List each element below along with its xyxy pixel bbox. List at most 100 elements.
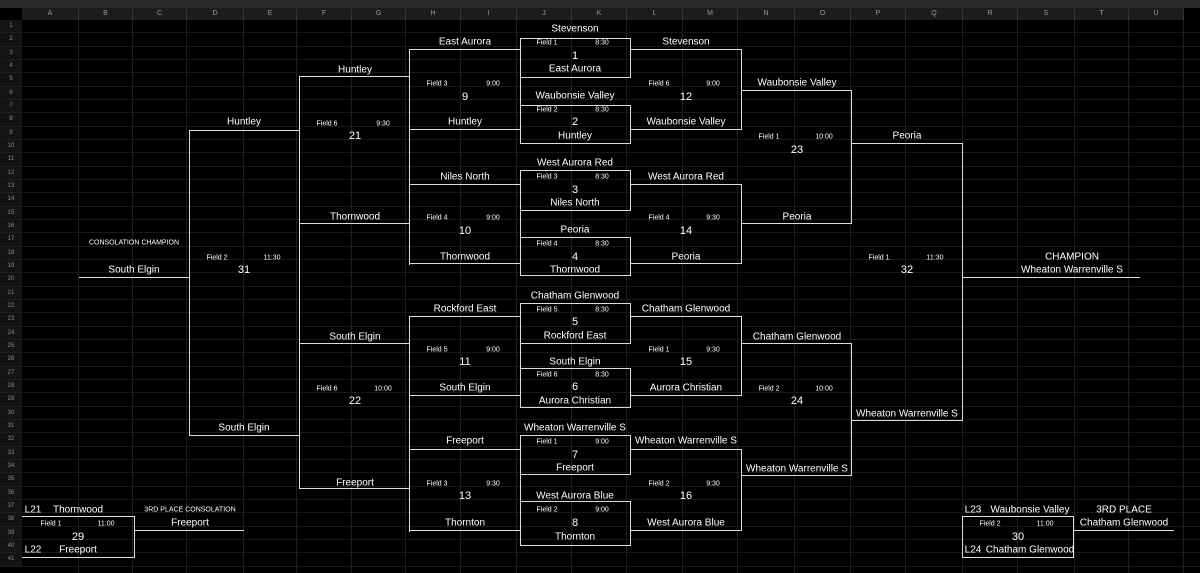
gridline: [22, 32, 1200, 34]
field-label: Field 1: [868, 254, 890, 262]
row-header[interactable]: 7: [0, 99, 22, 114]
row-header[interactable]: 20: [0, 273, 22, 287]
field-label: Field 2: [979, 520, 1001, 528]
row-header[interactable]: 4: [0, 59, 22, 74]
third-consolation-line: [134, 530, 244, 531]
team-label: Peoria: [892, 130, 922, 142]
row-header[interactable]: 17: [0, 233, 22, 247]
gridline: [22, 232, 1200, 234]
column-header[interactable]: B: [79, 8, 133, 20]
connector: [409, 184, 410, 265]
gridline: [905, 20, 906, 573]
game-box-32: [851, 143, 963, 421]
row-header[interactable]: 36: [0, 486, 22, 500]
row-header[interactable]: 5: [0, 73, 22, 87]
column-header[interactable]: Q: [906, 8, 963, 20]
column-header[interactable]: U: [1129, 8, 1184, 20]
row-header[interactable]: 26: [0, 353, 22, 367]
row-header[interactable]: 38: [0, 513, 22, 527]
game-number: 1: [571, 50, 579, 62]
team-label: West Aurora Blue: [536, 490, 614, 502]
column-header[interactable]: P: [851, 8, 906, 20]
column-header[interactable]: N: [738, 8, 795, 20]
row-header[interactable]: 32: [0, 433, 22, 447]
column-header[interactable]: D: [187, 8, 244, 20]
team-label: Waubonsie Valley: [990, 504, 1070, 516]
column-header[interactable]: L: [627, 8, 683, 20]
row-header[interactable]: 10: [0, 139, 22, 154]
column-header[interactable]: J: [517, 8, 572, 20]
column-header[interactable]: S: [1018, 8, 1075, 20]
column-header[interactable]: A: [22, 8, 79, 20]
row-header[interactable]: 33: [0, 446, 22, 460]
row-header[interactable]: 37: [0, 499, 22, 514]
row-header[interactable]: 1: [0, 20, 22, 34]
game-box-23: [741, 90, 852, 224]
column-header[interactable]: H: [406, 8, 461, 20]
row-header[interactable]: 35: [0, 473, 22, 487]
row-header[interactable]: 39: [0, 526, 22, 540]
row-header[interactable]: 30: [0, 406, 22, 420]
row-header[interactable]: 18: [0, 246, 22, 260]
row-header[interactable]: 6: [0, 86, 22, 100]
column-header[interactable]: R: [963, 8, 1018, 20]
field-label: Field 2: [536, 506, 558, 514]
gridline: [22, 485, 1200, 487]
gridline: [22, 392, 1200, 394]
loser-tag: L23: [964, 504, 982, 516]
column-header[interactable]: C: [133, 8, 187, 20]
row-header[interactable]: 16: [0, 219, 22, 234]
row-header[interactable]: 27: [0, 366, 22, 380]
field-label: Field 2: [536, 106, 558, 114]
game-number: 32: [900, 264, 914, 276]
gridline: [22, 458, 1200, 460]
row-header[interactable]: 24: [0, 326, 22, 340]
game-number: 2: [571, 116, 579, 128]
row-header[interactable]: 25: [0, 339, 22, 354]
team-label: Stevenson: [662, 36, 710, 48]
column-header[interactable]: I: [461, 8, 517, 20]
gridline: [22, 138, 1200, 140]
time-label: 11:30: [263, 254, 281, 262]
column-header[interactable]: E: [244, 8, 297, 20]
row-header[interactable]: 11: [0, 153, 22, 167]
row-header[interactable]: 21: [0, 286, 22, 300]
row-header[interactable]: 28: [0, 379, 22, 394]
column-header[interactable]: F: [297, 8, 352, 20]
gridline: [626, 20, 627, 573]
row-header[interactable]: 8: [0, 113, 22, 127]
game-number: 3: [571, 184, 579, 196]
row-header[interactable]: 2: [0, 33, 22, 47]
team-label: West Aurora Red: [648, 171, 724, 183]
time-label: 9:30: [706, 214, 720, 222]
gridline: [22, 352, 1200, 354]
row-header[interactable]: 29: [0, 393, 22, 407]
row-header[interactable]: 40: [0, 539, 22, 554]
game-number: 4: [571, 251, 579, 263]
gridline: [22, 192, 1200, 194]
row-header[interactable]: 9: [0, 126, 22, 140]
row-header[interactable]: 41: [0, 553, 22, 567]
row-header[interactable]: 34: [0, 459, 22, 474]
column-header[interactable]: G: [352, 8, 406, 20]
column-header[interactable]: K: [572, 8, 627, 20]
row-header[interactable]: 31: [0, 419, 22, 434]
row-header[interactable]: 23: [0, 313, 22, 327]
column-header[interactable]: M: [683, 8, 738, 20]
row-header[interactable]: 22: [0, 299, 22, 314]
game-number: 11: [459, 356, 471, 368]
row-header[interactable]: 19: [0, 259, 22, 274]
gridline: [682, 20, 683, 573]
time-label: 11:00: [97, 520, 115, 528]
row-header[interactable]: 3: [0, 46, 22, 60]
row-header[interactable]: 14: [0, 193, 22, 207]
gridline: [571, 20, 572, 573]
column-header[interactable]: T: [1075, 8, 1129, 20]
gridline: [22, 85, 1200, 87]
row-header[interactable]: 13: [0, 179, 22, 194]
gridline: [1017, 20, 1018, 573]
column-header[interactable]: O: [795, 8, 851, 20]
game-number: 31: [237, 264, 251, 276]
row-header[interactable]: 12: [0, 166, 22, 180]
row-header[interactable]: 15: [0, 206, 22, 220]
